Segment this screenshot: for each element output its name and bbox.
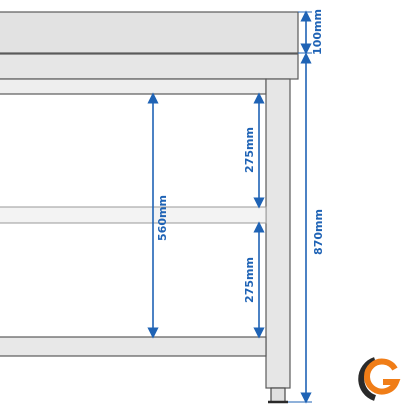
top-frame-rail xyxy=(0,78,267,95)
dimension-lines xyxy=(147,10,312,404)
dimension-labels: 100mm 870mm 560mm 275mm 275mm xyxy=(156,9,325,303)
middle-shelf xyxy=(0,206,267,224)
adjustable-foot xyxy=(270,387,286,403)
backsplash-panel xyxy=(0,11,299,54)
logo-dark-arc xyxy=(358,357,377,401)
table-structure xyxy=(0,11,299,404)
logo-orange-g xyxy=(364,358,401,395)
label-lower-gap: 275mm xyxy=(243,257,256,303)
worktop xyxy=(0,53,299,80)
brand-g-logo-icon xyxy=(358,357,401,401)
label-upper-gap: 275mm xyxy=(243,127,256,173)
table-leg xyxy=(265,78,291,389)
label-backsplash-height: 100mm xyxy=(311,9,324,55)
label-total-height: 870mm xyxy=(312,209,325,255)
label-shelf-clearance: 560mm xyxy=(156,195,169,241)
bottom-shelf xyxy=(0,336,267,357)
